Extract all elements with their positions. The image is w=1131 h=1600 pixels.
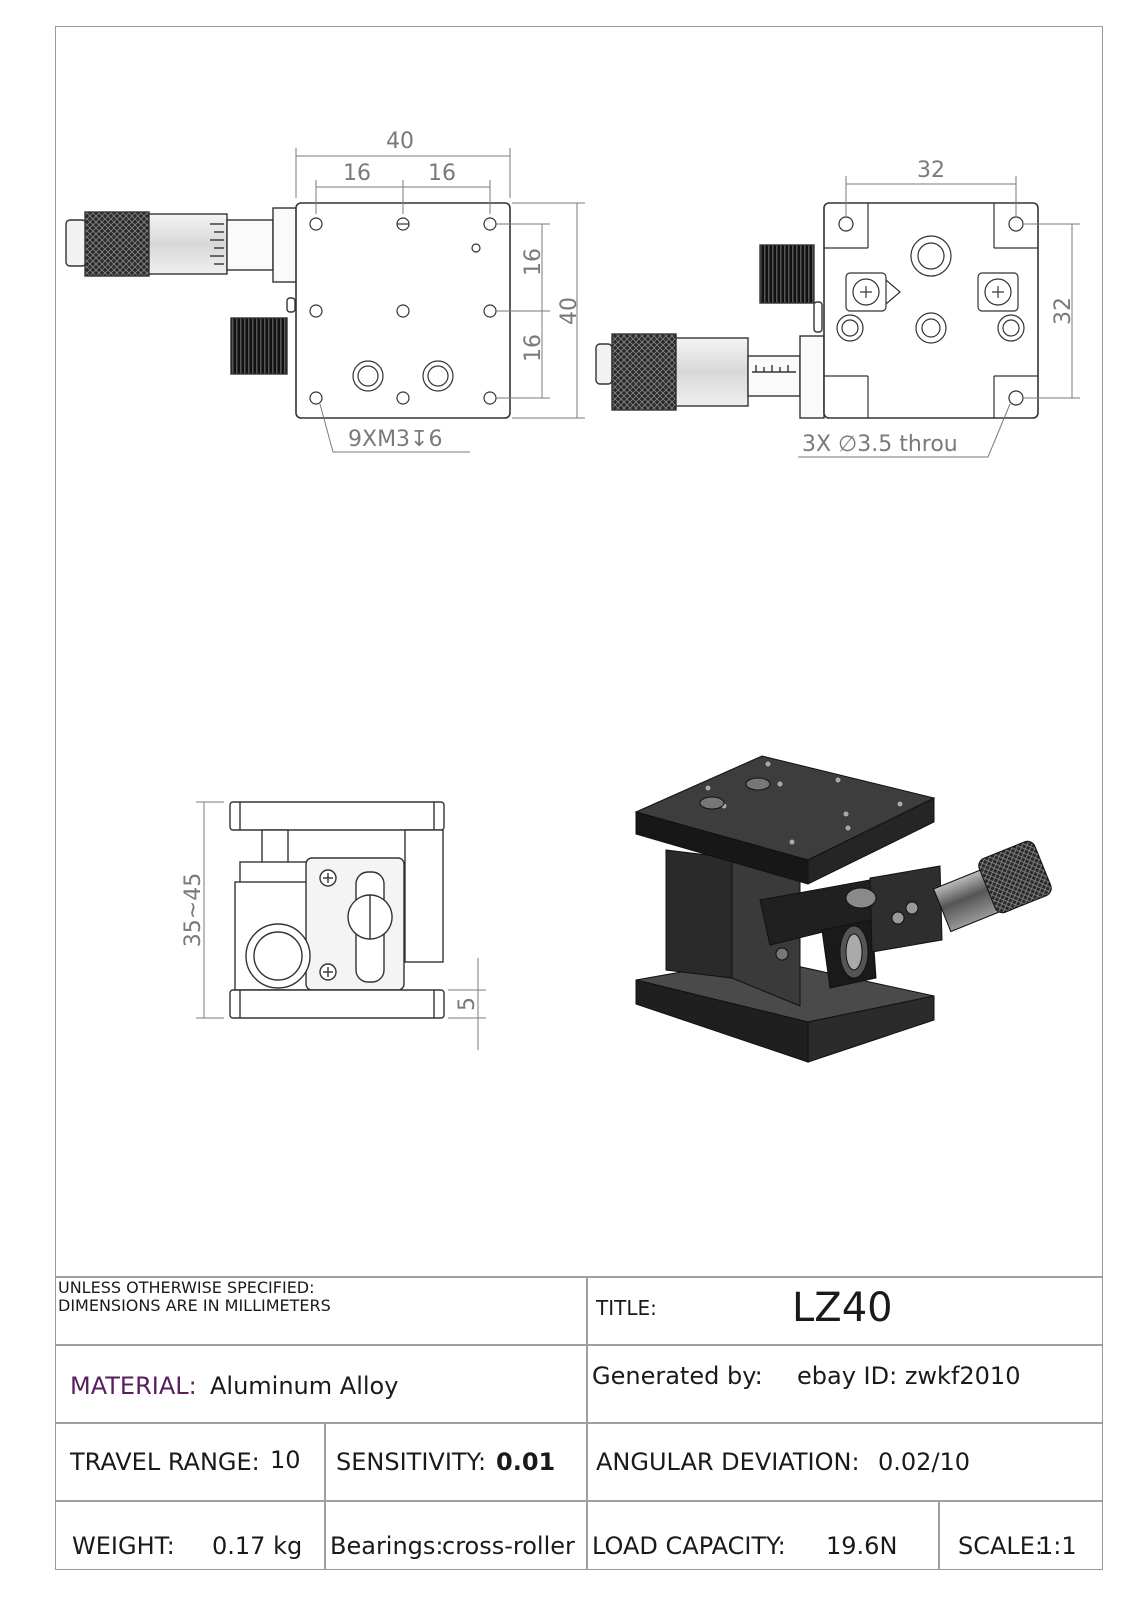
dim-top-half-left: 16: [343, 161, 371, 186]
dim-front-height: 35~45: [181, 873, 206, 947]
dim-top-vert-upper: 16: [521, 248, 546, 276]
title-label: TITLE:: [596, 1296, 657, 1320]
weight-value: 0.17 kg: [212, 1532, 303, 1560]
material-value: Aluminum Alloy: [210, 1372, 399, 1400]
top-view: [65, 148, 585, 453]
dim-side-height: 32: [1051, 297, 1076, 325]
material-label: MATERIAL:: [70, 1372, 197, 1400]
isometric-view: [634, 755, 1052, 1063]
sensitivity-label: SENSITIVITY:: [336, 1448, 487, 1476]
side-view-micrometer: [595, 333, 825, 419]
side-view-plate: [823, 202, 1039, 419]
bearings-value: cross-roller: [442, 1532, 575, 1560]
dim-top-hole-note: 9XM3↧6: [348, 427, 442, 452]
top-view-lock-knob: [230, 317, 288, 375]
dim-side-width: 32: [917, 158, 945, 183]
load-capacity-label: LOAD CAPACITY:: [592, 1532, 786, 1560]
dim-top-vert-lower: 16: [521, 334, 546, 362]
front-view-top-plate: [229, 801, 445, 831]
unless-specified-line1: UNLESS OTHERWISE SPECIFIED:: [58, 1278, 315, 1297]
unless-specified-line2: DIMENSIONS ARE IN MILLIMETERS: [58, 1296, 331, 1315]
drawing-sheet-border: [55, 26, 1103, 1570]
dim-top-height: 40: [557, 297, 582, 325]
dim-side-hole-note: 3X ∅3.5 throu: [802, 432, 958, 457]
dim-front-base: 5: [455, 997, 480, 1011]
top-view-dimension-lines: [295, 148, 585, 453]
weight-label: WEIGHT:: [72, 1532, 175, 1560]
load-capacity-value: 19.6N: [826, 1532, 898, 1560]
scale-value: 1:1: [1038, 1532, 1077, 1560]
front-view: [229, 801, 445, 1019]
top-view-holes: [309, 217, 497, 405]
sensitivity-value: 0.01: [496, 1448, 556, 1476]
side-view-dimension-lines: [798, 176, 1080, 458]
dim-top-half-right: 16: [428, 161, 456, 186]
bearings-label: Bearings:: [330, 1532, 444, 1560]
scale-label: SCALE:: [958, 1532, 1044, 1560]
top-view-plate: [295, 202, 511, 419]
generated-by-value: ebay ID: zwkf2010: [797, 1362, 1021, 1390]
title-value: LZ40: [792, 1285, 893, 1331]
side-view: [595, 176, 1080, 458]
travel-range-value: 10: [270, 1446, 301, 1474]
side-view-lock-knob: [759, 244, 815, 304]
generated-by-label: Generated by:: [592, 1362, 763, 1390]
front-view-dimension-lines: [196, 801, 486, 1050]
angular-deviation-value: 0.02/10: [878, 1448, 971, 1476]
top-view-micrometer: [65, 207, 298, 283]
front-view-base-plate: [229, 989, 445, 1019]
dim-top-width: 40: [386, 129, 414, 154]
angular-deviation-label: ANGULAR DEVIATION:: [596, 1448, 860, 1476]
travel-range-label: TRAVEL RANGE:: [70, 1448, 260, 1476]
